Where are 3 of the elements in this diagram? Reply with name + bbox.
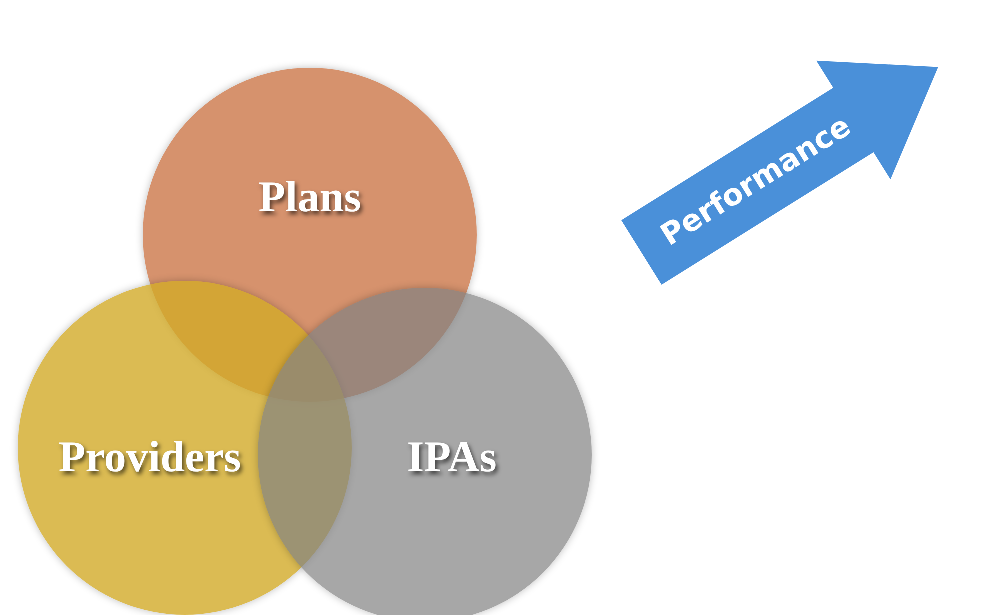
circle-label: Plans bbox=[258, 172, 362, 222]
circle-label: Providers bbox=[58, 432, 242, 482]
circle-label: IPAs bbox=[407, 432, 497, 482]
